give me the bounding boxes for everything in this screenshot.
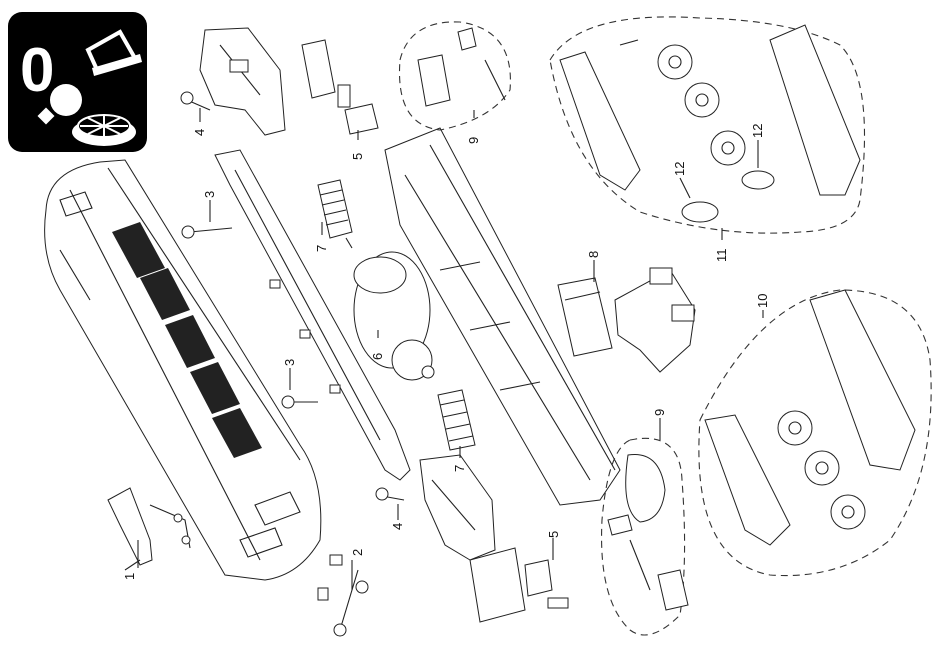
label-part-4-lower: 4 [390, 523, 405, 530]
part-8-decoder [558, 278, 612, 356]
part-6-motor [354, 252, 434, 380]
part-7-worm-lower [438, 390, 475, 450]
label-part-8: 8 [586, 251, 601, 258]
part-1-front-step [108, 488, 190, 570]
label-part-12-right: 12 [750, 124, 765, 138]
label-part-10: 10 [755, 294, 770, 308]
label-part-11: 11 [714, 249, 729, 263]
label-part-6: 6 [370, 353, 385, 360]
label-part-5-upper: 5 [350, 153, 365, 160]
label-part-7-upper: 7 [314, 245, 329, 252]
upper-light-housing [200, 28, 285, 135]
part-7-worm-upper [318, 180, 352, 248]
part-11-bogie-group [550, 17, 865, 233]
label-part-12-left: 12 [672, 162, 687, 176]
part-2-pins [318, 555, 368, 636]
part-10-bogie-group [699, 290, 931, 576]
label-part-9-lower: 9 [652, 409, 667, 416]
label-part-5-lower: 5 [546, 531, 561, 538]
part-9-upper-group [400, 22, 511, 130]
label-part-3-lower: 3 [282, 359, 297, 366]
label-part-9-upper: 9 [466, 137, 481, 144]
label-part-7-lower: 7 [452, 465, 467, 472]
label-part-4-upper: 4 [192, 129, 207, 136]
interface-plug [615, 268, 695, 372]
label-part-1: 1 [122, 573, 137, 580]
label-part-2: 2 [350, 549, 365, 556]
part-5-upper-blocks [302, 40, 378, 134]
label-part-3-upper: 3 [202, 191, 217, 198]
